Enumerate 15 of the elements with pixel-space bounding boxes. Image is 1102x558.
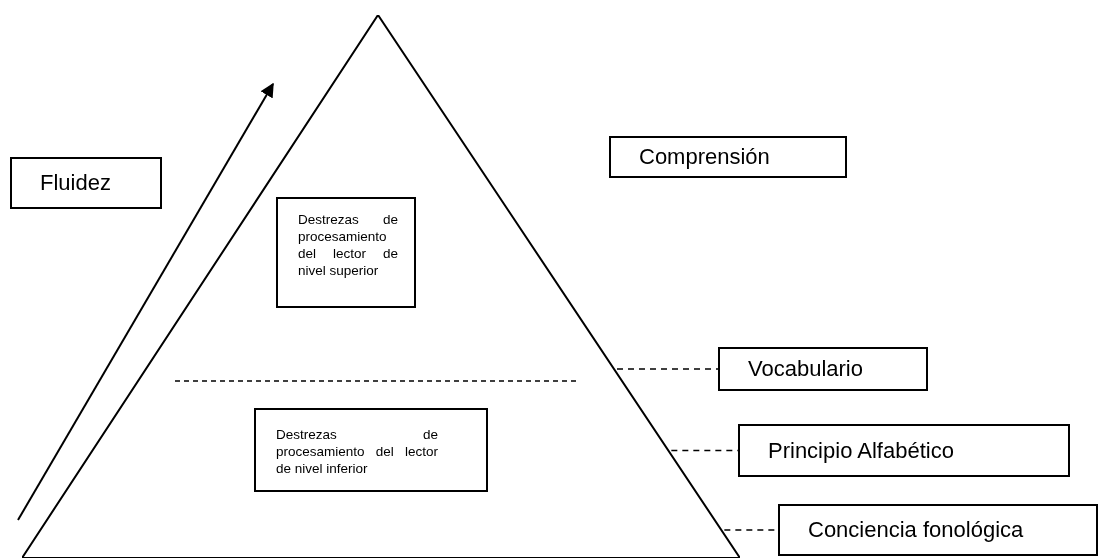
label-box	[778, 504, 1098, 556]
box-label: Fluidez	[40, 172, 111, 194]
label-box	[609, 136, 847, 178]
label-box	[10, 157, 162, 209]
box-label: Conciencia fonológica	[808, 519, 1024, 541]
label-box	[738, 424, 1070, 477]
box-label: Vocabulario	[748, 358, 863, 380]
box-label: Principio Alfabético	[768, 439, 954, 462]
skill-box	[254, 408, 488, 492]
box-text: Destrezas de procesamiento del lector de nivel superior	[298, 211, 398, 279]
leader-line	[616, 368, 719, 370]
box-text: Destrezas de procesamiento del lector de nivel inferior	[276, 426, 438, 477]
label-box	[718, 347, 928, 391]
skill-box	[276, 197, 416, 308]
box-label: Comprensión	[639, 146, 770, 168]
